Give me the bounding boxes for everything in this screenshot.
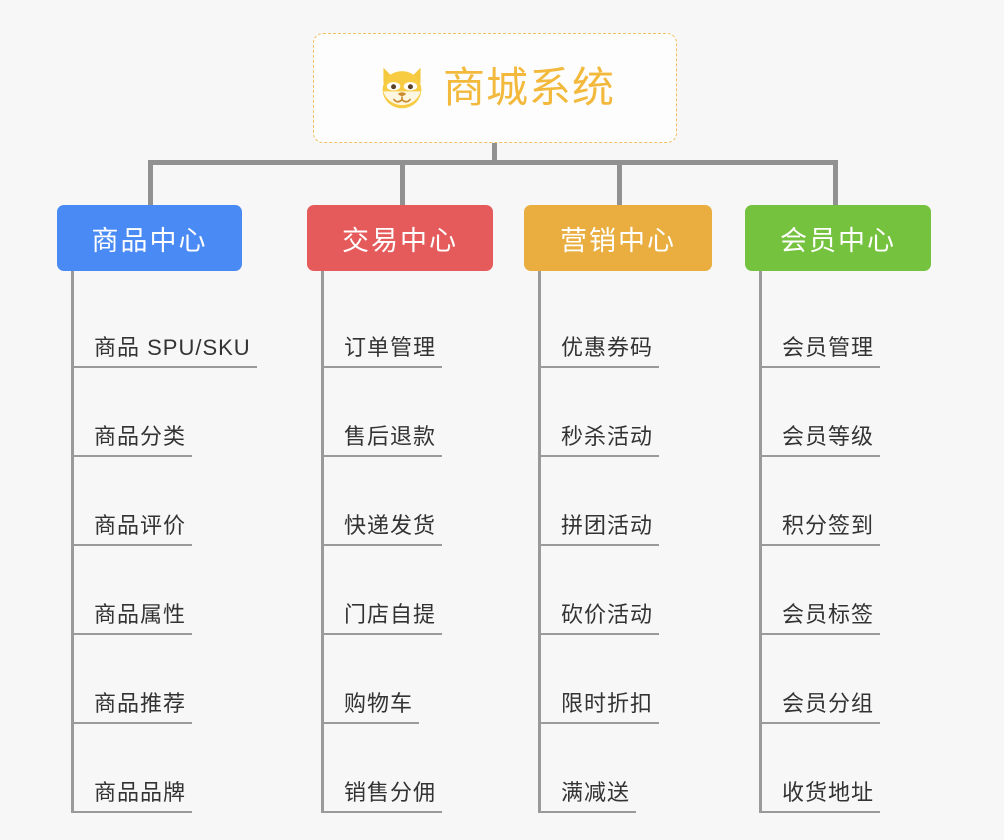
connector-drop-4 (833, 160, 838, 208)
leaf-label: 商品推荐 (74, 691, 193, 724)
list-item[interactable]: 砍价活动 (541, 546, 737, 635)
leaf-label: 拼团活动 (541, 513, 660, 546)
leaf-label: 订单管理 (324, 335, 443, 368)
category-header-trade-center[interactable]: 交易中心 (307, 205, 493, 271)
list-item[interactable]: 会员管理 (762, 279, 956, 368)
list-item[interactable]: 售后退款 (324, 368, 522, 457)
shiba-dog-face-icon (382, 67, 422, 109)
leaf-label: 砍价活动 (541, 602, 660, 635)
list-item[interactable]: 拼团活动 (541, 457, 737, 546)
leaf-list-member-center: 会员管理 会员等级 积分签到 会员标签 会员分组 收货地址 (759, 271, 956, 813)
leaf-label: 会员管理 (762, 335, 881, 368)
category-header-product-center[interactable]: 商品中心 (57, 205, 242, 271)
category-header-label: 商品中心 (91, 225, 208, 256)
list-item[interactable]: 商品品牌 (74, 724, 287, 813)
leaf-list-marketing-center: 优惠券码 秒杀活动 拼团活动 砍价活动 限时折扣 满减送 (538, 271, 737, 813)
list-item[interactable]: 会员标签 (762, 546, 956, 635)
list-item[interactable]: 积分签到 (762, 457, 956, 546)
leaf-label: 会员分组 (762, 691, 881, 724)
leaf-label: 积分签到 (762, 513, 881, 546)
leaf-list-trade-center: 订单管理 售后退款 快递发货 门店自提 购物车 销售分佣 (321, 271, 522, 813)
list-item[interactable]: 商品评价 (74, 457, 287, 546)
connector-drop-3 (617, 160, 622, 208)
connector-drop-2 (400, 160, 405, 208)
list-item[interactable]: 会员等级 (762, 368, 956, 457)
leaf-label: 销售分佣 (324, 780, 443, 813)
branch-marketing-center: 营销中心 优惠券码 秒杀活动 拼团活动 砍价活动 限时折扣 满减送 (524, 205, 737, 813)
list-item[interactable]: 门店自提 (324, 546, 522, 635)
leaf-label: 收货地址 (762, 780, 881, 813)
leaf-label: 售后退款 (324, 424, 443, 457)
category-header-label: 交易中心 (342, 225, 458, 256)
leaf-label: 秒杀活动 (541, 424, 660, 457)
connector-bus (148, 160, 838, 165)
list-item[interactable]: 订单管理 (324, 279, 522, 368)
leaf-label: 优惠券码 (541, 335, 660, 368)
leaf-label: 门店自提 (324, 602, 443, 635)
list-item[interactable]: 收货地址 (762, 724, 956, 813)
list-item[interactable]: 商品推荐 (74, 635, 287, 724)
connector-stem (492, 143, 497, 165)
branch-trade-center: 交易中心 订单管理 售后退款 快递发货 门店自提 购物车 销售分佣 (307, 205, 522, 813)
list-item[interactable]: 满减送 (541, 724, 737, 813)
list-item[interactable]: 快递发货 (324, 457, 522, 546)
leaf-label: 商品评价 (74, 513, 193, 546)
category-header-label: 营销中心 (560, 225, 676, 256)
leaf-label: 限时折扣 (541, 691, 660, 724)
root-node-mall-system[interactable]: 商城系统 (313, 33, 677, 143)
list-item[interactable]: 优惠券码 (541, 279, 737, 368)
category-header-label: 会员中心 (780, 225, 896, 256)
category-header-member-center[interactable]: 会员中心 (745, 205, 931, 271)
category-header-marketing-center[interactable]: 营销中心 (524, 205, 712, 271)
list-item[interactable]: 秒杀活动 (541, 368, 737, 457)
leaf-label: 商品属性 (74, 602, 193, 635)
leaf-list-product-center: 商品 SPU/SKU 商品分类 商品评价 商品属性 商品推荐 商品品牌 (71, 271, 287, 813)
list-item[interactable]: 商品分类 (74, 368, 287, 457)
leaf-label: 商品品牌 (74, 780, 193, 813)
leaf-label: 会员等级 (762, 424, 881, 457)
list-item[interactable]: 商品属性 (74, 546, 287, 635)
list-item[interactable]: 会员分组 (762, 635, 956, 724)
leaf-label: 满减送 (541, 780, 637, 813)
list-item[interactable]: 限时折扣 (541, 635, 737, 724)
leaf-label: 商品分类 (74, 424, 193, 457)
leaf-label: 会员标签 (762, 602, 881, 635)
connector-drop-1 (148, 160, 153, 208)
branch-product-center: 商品中心 商品 SPU/SKU 商品分类 商品评价 商品属性 商品推荐 商品品牌 (57, 205, 287, 813)
list-item[interactable]: 购物车 (324, 635, 522, 724)
list-item[interactable]: 销售分佣 (324, 724, 522, 813)
leaf-label: 商品 SPU/SKU (74, 335, 257, 368)
leaf-label: 快递发货 (324, 513, 443, 546)
root-title: 商城系统 (442, 64, 615, 111)
leaf-label: 购物车 (324, 691, 420, 724)
branch-member-center: 会员中心 会员管理 会员等级 积分签到 会员标签 会员分组 收货地址 (745, 205, 956, 813)
list-item[interactable]: 商品 SPU/SKU (74, 279, 287, 368)
